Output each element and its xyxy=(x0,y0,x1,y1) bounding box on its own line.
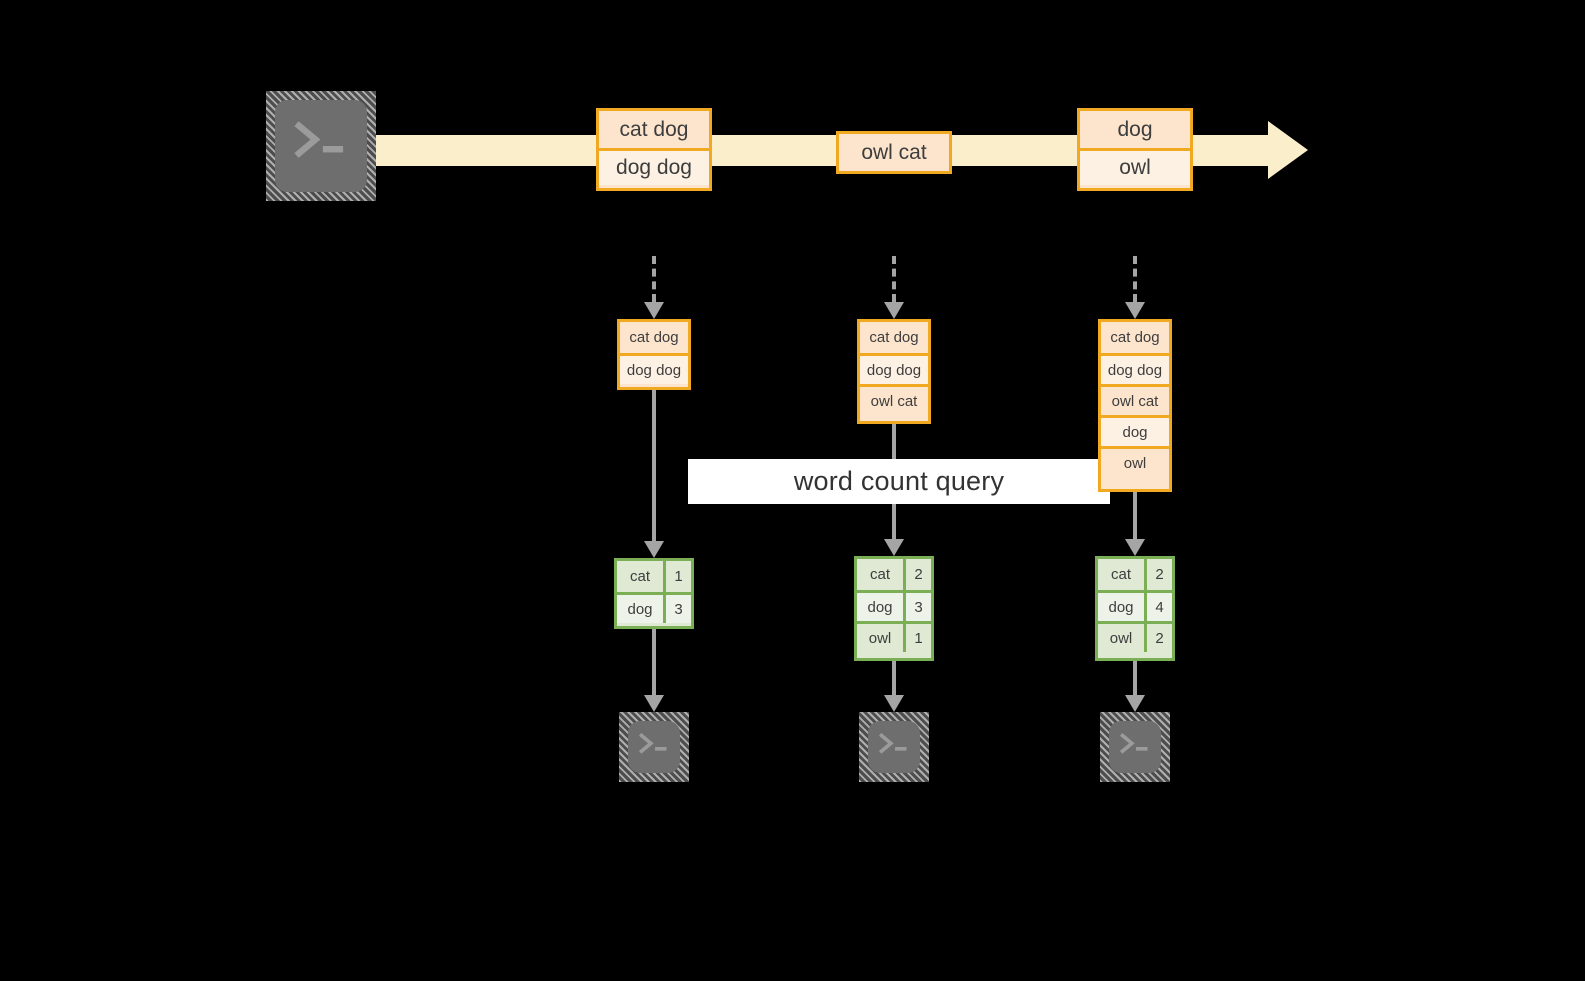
stage-1-query-arrow-arrowhead xyxy=(644,541,664,558)
record-row: dog dog xyxy=(1101,353,1169,384)
stage-2-sink-terminal-icon: >_ xyxy=(859,712,929,782)
record-row: owl cat xyxy=(860,384,928,415)
stage-2-stream-feed-line xyxy=(892,256,896,302)
record-row: dog dog xyxy=(620,353,688,384)
result-word: cat xyxy=(617,561,663,592)
record-row: owl cat xyxy=(839,134,949,171)
record-row: owl xyxy=(1101,446,1169,477)
stage-3-sink-terminal-icon: >_ xyxy=(1100,712,1170,782)
result-word: dog xyxy=(617,595,663,623)
stream-arrow-head xyxy=(1268,121,1308,179)
result-count: 1 xyxy=(663,561,691,592)
query-label: word count query xyxy=(793,466,1005,496)
stage-3-sink-arrow-line xyxy=(1133,661,1137,695)
stage-1-stream-feed-line xyxy=(652,256,656,302)
stage-2-stream-feed-arrowhead xyxy=(884,302,904,319)
result-word: owl xyxy=(857,624,903,652)
record-row: dog xyxy=(1101,415,1169,446)
source-terminal-icon: >_ xyxy=(266,91,376,201)
terminal-screen: >_ xyxy=(275,100,367,192)
record-row: cat dog xyxy=(620,322,688,353)
stage-2-query-arrow-arrowhead xyxy=(884,539,904,556)
record-row: dog dog xyxy=(599,148,709,185)
stage-1-stream-feed-arrowhead xyxy=(644,302,664,319)
terminal-screen: >_ xyxy=(1109,721,1161,773)
terminal-prompt-icon: >_ xyxy=(1119,732,1148,754)
record-row: owl xyxy=(1080,148,1190,185)
record-row: cat dog xyxy=(1101,322,1169,353)
result-count: 4 xyxy=(1144,593,1172,621)
result-word: dog xyxy=(857,593,903,621)
stage-1-sink-terminal-icon: >_ xyxy=(619,712,689,782)
stage-1-query-arrow-line xyxy=(652,390,656,541)
terminal-prompt-icon: >_ xyxy=(638,732,667,754)
result-word: owl xyxy=(1098,624,1144,652)
record-row: cat dog xyxy=(599,111,709,148)
stage-2-sink-arrow-arrowhead xyxy=(884,695,904,712)
result-count: 2 xyxy=(1144,559,1172,590)
query-band: word count query xyxy=(688,459,1110,504)
result-count: 2 xyxy=(903,559,931,590)
record-row: dog dog xyxy=(860,353,928,384)
result-word: cat xyxy=(857,559,903,590)
terminal-prompt-icon: >_ xyxy=(878,732,907,754)
stage-1-sink-arrow-line xyxy=(652,629,656,695)
result-count: 2 xyxy=(1144,624,1172,652)
stage-3-query-arrow-line xyxy=(1133,492,1137,539)
terminal-screen: >_ xyxy=(868,721,920,773)
stage-3-stream-feed-arrowhead xyxy=(1125,302,1145,319)
result-count: 3 xyxy=(663,595,691,623)
terminal-prompt-icon: >_ xyxy=(294,121,344,158)
stage-3-sink-arrow-arrowhead xyxy=(1125,695,1145,712)
record-row: cat dog xyxy=(860,322,928,353)
stage-3-query-arrow-arrowhead xyxy=(1125,539,1145,556)
stream-event-2: owl cat xyxy=(836,131,952,174)
stage-1-sink-arrow-arrowhead xyxy=(644,695,664,712)
terminal-screen: >_ xyxy=(628,721,680,773)
stage-3-stream-feed-line xyxy=(1133,256,1137,302)
record-row: owl cat xyxy=(1101,384,1169,415)
result-count: 3 xyxy=(903,593,931,621)
result-count: 1 xyxy=(903,624,931,652)
result-word: cat xyxy=(1098,559,1144,590)
record-row: dog xyxy=(1080,111,1190,148)
result-word: dog xyxy=(1098,593,1144,621)
stage-2-sink-arrow-line xyxy=(892,661,896,695)
